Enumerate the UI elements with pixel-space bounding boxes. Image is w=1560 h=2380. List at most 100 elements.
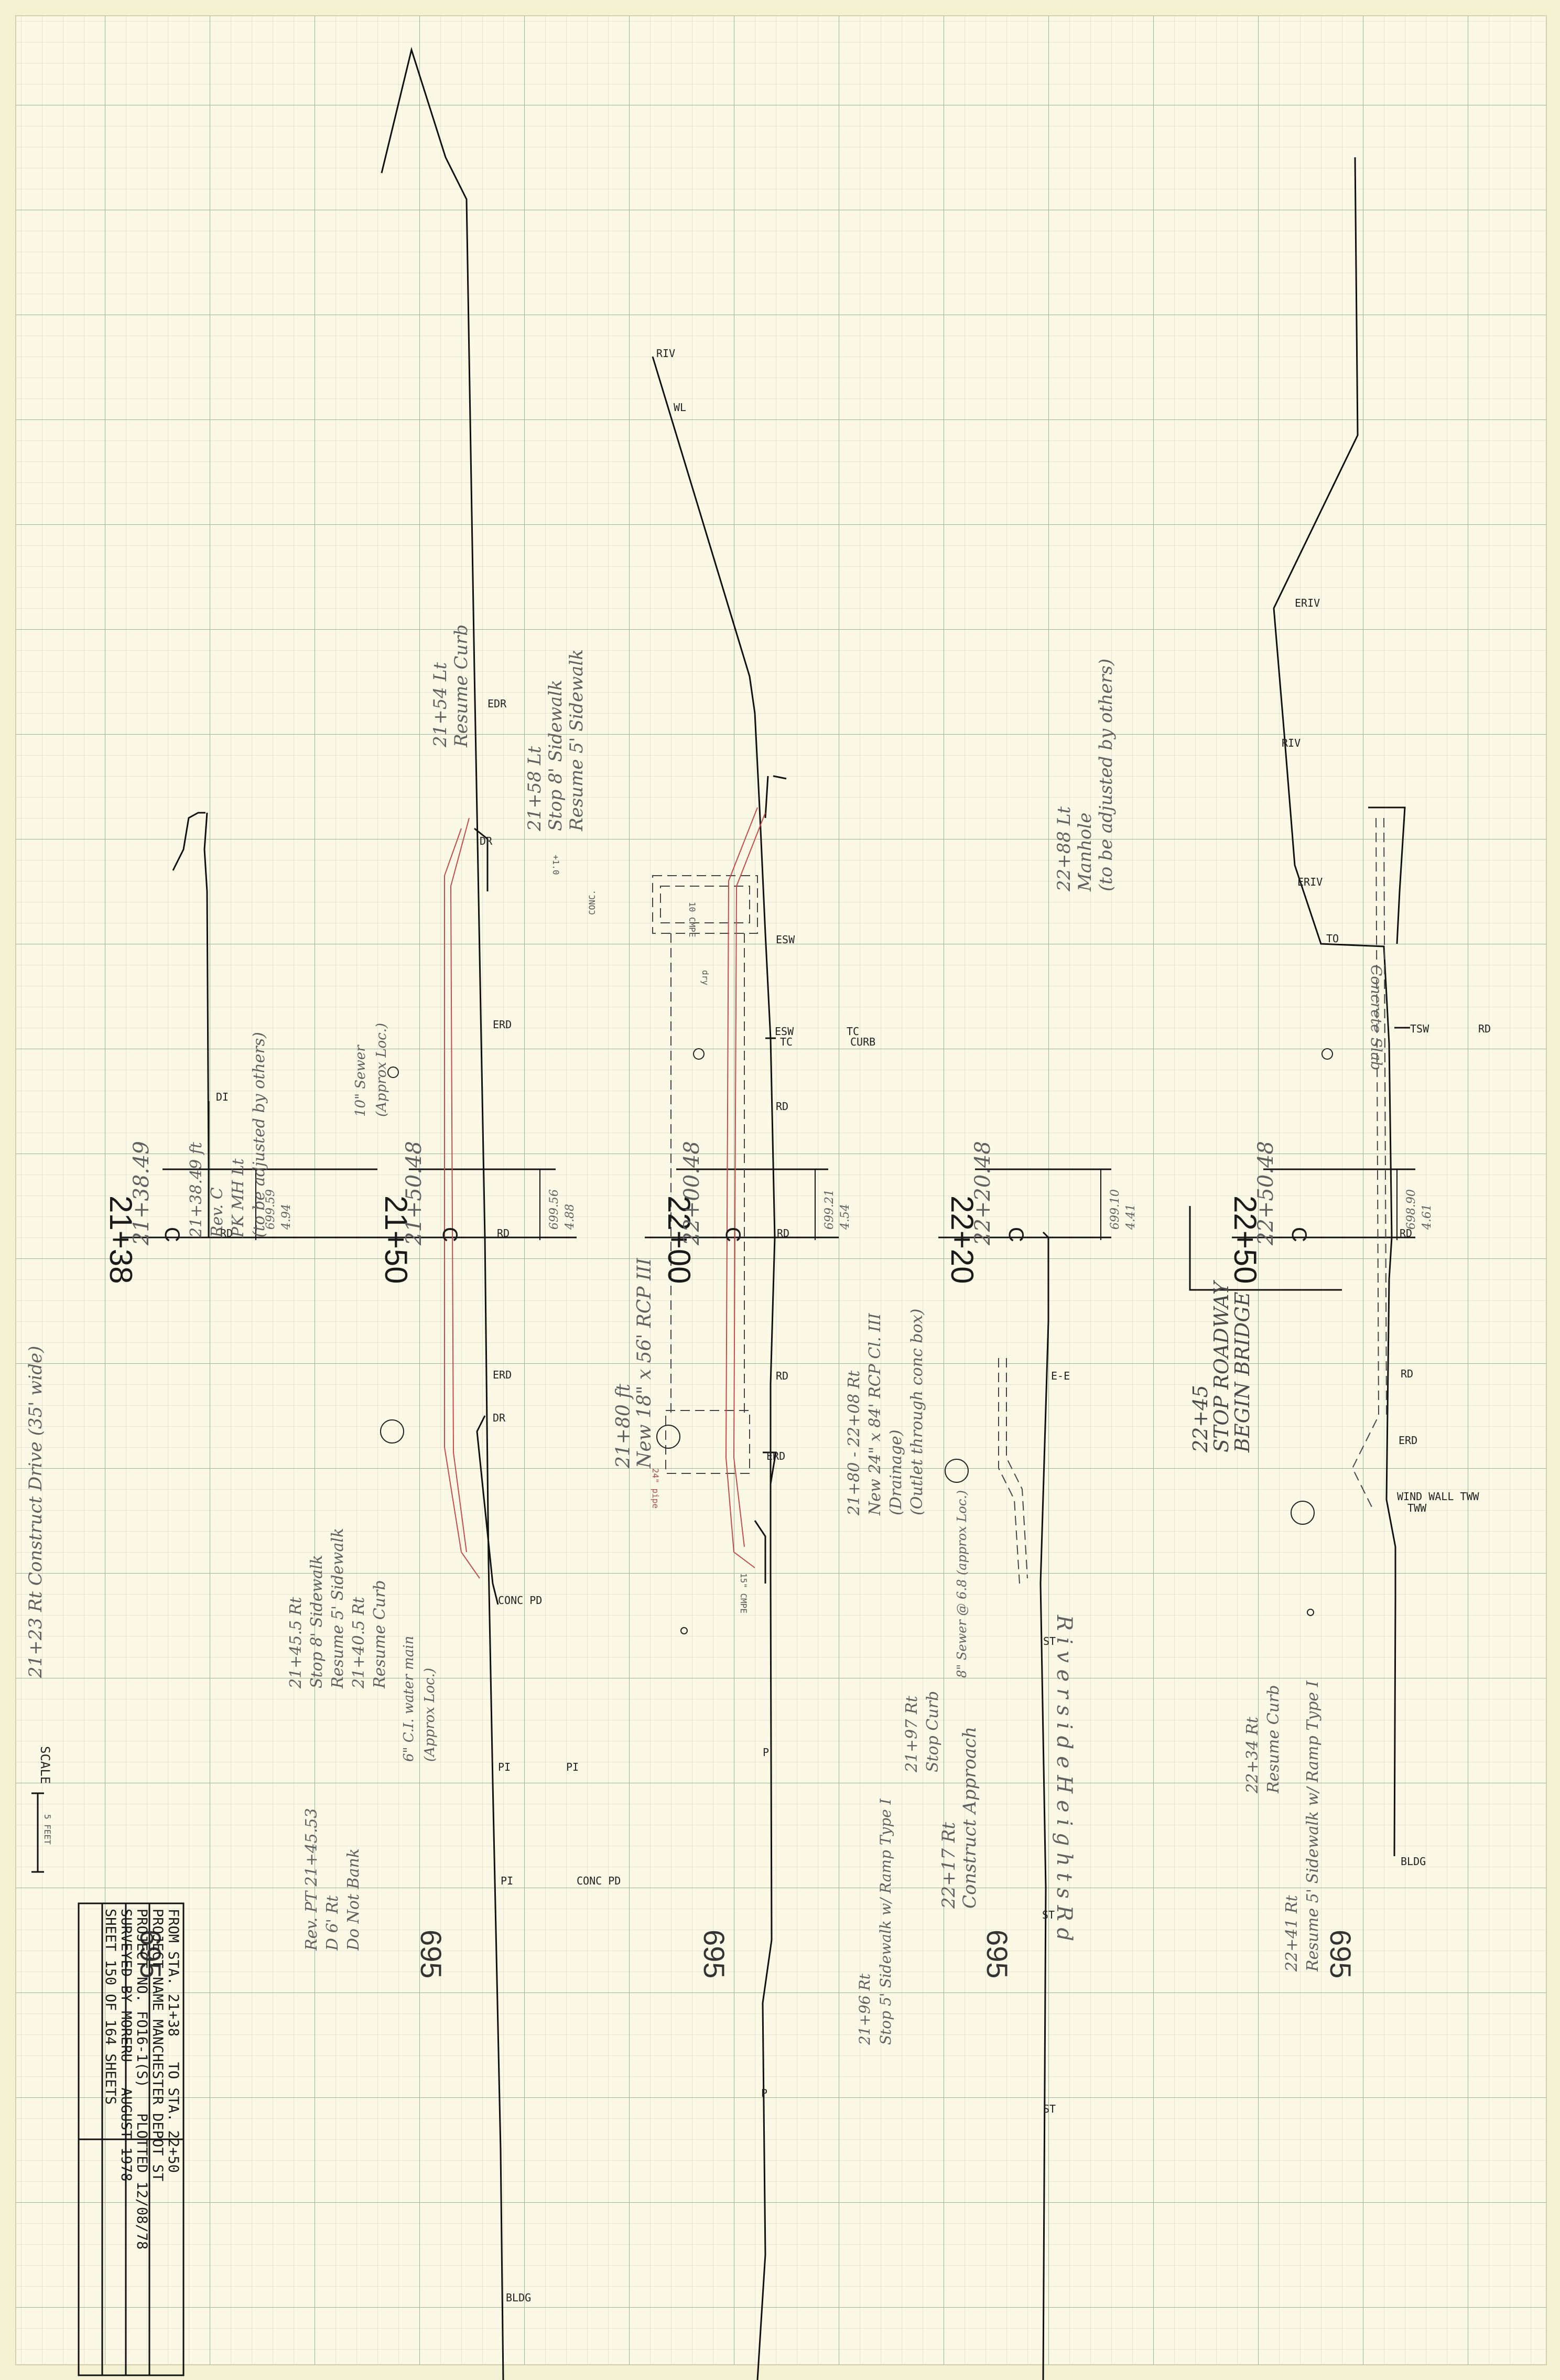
note-line: Manhole xyxy=(1075,812,1096,891)
title-block: FROM STA. 21+38 TO STA. 22+50 PROJECT NA… xyxy=(102,1909,181,2370)
note-line: 21+38.49 ft xyxy=(187,1142,205,1237)
tag-e-e: E-E xyxy=(1051,1370,1070,1382)
title-date: AUGUST 1978 xyxy=(118,2087,134,2182)
note-line: New 18" x 56' RCP III xyxy=(634,1258,655,1468)
diff-value: 4.88 xyxy=(564,1204,577,1230)
note-line: Resume Curb xyxy=(1264,1685,1283,1793)
diff-value: 4.41 xyxy=(1124,1204,1138,1230)
title-surveyed: SURVEYED BY MORERU xyxy=(118,1909,134,2062)
tag-erd: ERD xyxy=(493,1018,512,1031)
title-to: TO STA. 22+50 xyxy=(165,2062,181,2173)
tag-rd-3: RD xyxy=(776,1100,789,1113)
title-project-no: PROJECT NO. FO16-1(S) xyxy=(134,1909,150,2088)
tag-bldg-2: BLDG xyxy=(1401,1855,1426,1868)
note-stop-sidewalk: 21+96 Rt Stop 5' Sidewalk w/ Ramp Type I xyxy=(854,1799,896,2045)
tag-wind-wall: WIND WALL TWW xyxy=(1397,1490,1479,1503)
note-line: Stop 8' Sidewalk xyxy=(545,680,566,831)
note-rev-pt: Rev. PT 21+45.53 D 6' Rt Do Not Bank xyxy=(301,1808,364,1951)
tag-esw: ESW xyxy=(776,933,795,946)
title-project-no-row: PROJECT NO. FO16-1(S) PLOTTED 12/08/78 xyxy=(134,1909,150,2370)
offset-21-38: 21+38.49 xyxy=(129,1141,154,1245)
note-line: (to be adjusted by others) xyxy=(1096,658,1117,891)
note-line: 22+88 Lt xyxy=(1054,806,1075,891)
note-line: Construct Approach xyxy=(959,1726,980,1909)
centerline-mark-2: C xyxy=(438,1227,461,1242)
elev-695-3: 695 xyxy=(698,1930,731,1979)
centerline-mark-5: C xyxy=(1287,1227,1310,1242)
note-line: Stop 5' Sidewalk w/ Ramp Type I xyxy=(877,1799,894,2045)
note-line: 21+96 Rt xyxy=(856,1974,873,2045)
note-line: New 24" x 84' RCP Cl. III xyxy=(866,1313,884,1515)
centerline-mark-4: C xyxy=(1004,1227,1027,1242)
elev-22-20: 699.10 4.41 xyxy=(1108,1189,1139,1230)
note-line: 22+34 Rt xyxy=(1243,1717,1262,1793)
note-line: (Approx Loc.) xyxy=(422,1667,438,1762)
note-riverside-heights-rd: R i v e r s i d e H e i g h t s R d xyxy=(1052,1615,1076,1942)
note-line: (Outlet through conc box) xyxy=(908,1308,926,1515)
note-stop-curb: 21+97 Rt Stop Curb xyxy=(902,1691,944,1772)
note-construct-drive: 21+23 Rt Construct Drive (35' wide) xyxy=(25,1345,46,1678)
title-project-name: PROJECT NAME MANCHESTER DEPOT ST xyxy=(149,1909,166,2182)
dashed-pipes-22-00 xyxy=(652,875,758,1474)
elev-21-50: 699.56 4.88 xyxy=(547,1189,578,1230)
note-begin-bridge: 22+45 STOP ROADWAY BEGIN BRIDGE xyxy=(1189,1281,1254,1452)
circle-symbols xyxy=(380,1048,1333,1634)
scale-unit: 5 FEET xyxy=(42,1814,52,1845)
tag-tsw: TSW xyxy=(1410,1022,1429,1035)
note-line: 21+54 Lt xyxy=(430,662,451,747)
tag-tc-2: TC xyxy=(847,1025,860,1038)
note-line: PK MH Lt xyxy=(229,1158,247,1237)
title-from: FROM STA. 21+38 xyxy=(165,1909,181,2037)
offset-22-50: 22+50.48 xyxy=(1254,1141,1278,1245)
scale-bar xyxy=(31,1792,44,1873)
note-line: 21+40.5 Rt xyxy=(350,1597,368,1688)
note-line: Resume 5' Sidewalk w/ Ramp Type I xyxy=(1304,1681,1322,1972)
note-line: 21+45.5 Rt xyxy=(287,1597,305,1688)
note-construct-approach: 22+17 Rt Construct Approach xyxy=(938,1727,980,1909)
tag-eriv-2: ERIV xyxy=(1297,876,1323,888)
note-rcp-24in: 21+80 - 22+08 Rt New 24" x 84' RCP Cl. I… xyxy=(844,1309,928,1515)
tag-rd-7: RD xyxy=(1400,1227,1413,1240)
offset-22-00: 22+00.48 xyxy=(680,1141,704,1245)
note-line: BEGIN BRIDGE xyxy=(1231,1291,1254,1452)
tag-rd-5: RD xyxy=(776,1370,789,1382)
tag-pi-3: PI xyxy=(501,1875,514,1887)
tag-p-2: P xyxy=(761,2087,768,2099)
note-line: Rev. PT 21+45.53 xyxy=(302,1808,321,1951)
tag-di: DI xyxy=(216,1091,229,1103)
tag-dr-2: DR xyxy=(493,1412,506,1424)
note-resume-sidewalk-22-41: 22+41 Rt Resume 5' Sidewalk w/ Ramp Type… xyxy=(1282,1681,1324,1972)
elev-value: 699.10 xyxy=(1109,1189,1122,1230)
tag-eriv-1: ERIV xyxy=(1295,597,1320,609)
diff-value: 4.61 xyxy=(1421,1204,1434,1230)
dashed-approach-22-20 xyxy=(998,1358,1028,1584)
section-22-50 xyxy=(1189,157,1415,1857)
note-rcp-18in: 21+80 ft New 18" x 56' RCP III xyxy=(613,1258,655,1468)
note-line: Resume Curb xyxy=(371,1580,389,1688)
elev-695-4: 695 xyxy=(981,1930,1014,1979)
centerline-mark-3: C xyxy=(721,1227,744,1242)
note-line: Stop Curb xyxy=(924,1690,942,1772)
elev-22-50: 698.90 4.61 xyxy=(1404,1189,1435,1230)
title-surveyed-row: SURVEYED BY MORERU AUGUST 1978 xyxy=(118,1909,134,2370)
note-line: Resume Curb xyxy=(451,624,472,747)
tag-st-1: ST xyxy=(1043,1635,1056,1647)
title-from-to: FROM STA. 21+38 TO STA. 22+50 xyxy=(165,1909,181,2370)
scale-label: SCALE xyxy=(38,1746,52,1784)
note-line: Stop 8' Sidewalk xyxy=(308,1555,326,1688)
note-manhole-21-38: 21+38.49 ft Rev. C PK MH Lt (to be adjus… xyxy=(186,1032,270,1237)
note-line: 22+41 Rt xyxy=(1283,1895,1301,1972)
tag-rd-2: RD xyxy=(497,1227,510,1240)
title-sheet: SHEET 150 OF 164 SHEETS xyxy=(102,1909,118,2105)
offset-22-20: 22+20.48 xyxy=(971,1141,995,1245)
note-line: 21+97 Rt xyxy=(903,1696,921,1772)
note-line: Resume 5' Sidewalk xyxy=(329,1527,347,1688)
tag-rd-1: RD xyxy=(220,1227,233,1240)
tag-riv-2: RIV xyxy=(1282,737,1301,749)
note-small-cmpe-2: 15" CMPE xyxy=(739,1573,749,1614)
tag-tc: TC xyxy=(780,1036,793,1048)
elev-value: 698.90 xyxy=(1405,1189,1418,1230)
note-small-dry: dry xyxy=(700,970,710,985)
note-small-conc: CONC. xyxy=(587,889,597,915)
